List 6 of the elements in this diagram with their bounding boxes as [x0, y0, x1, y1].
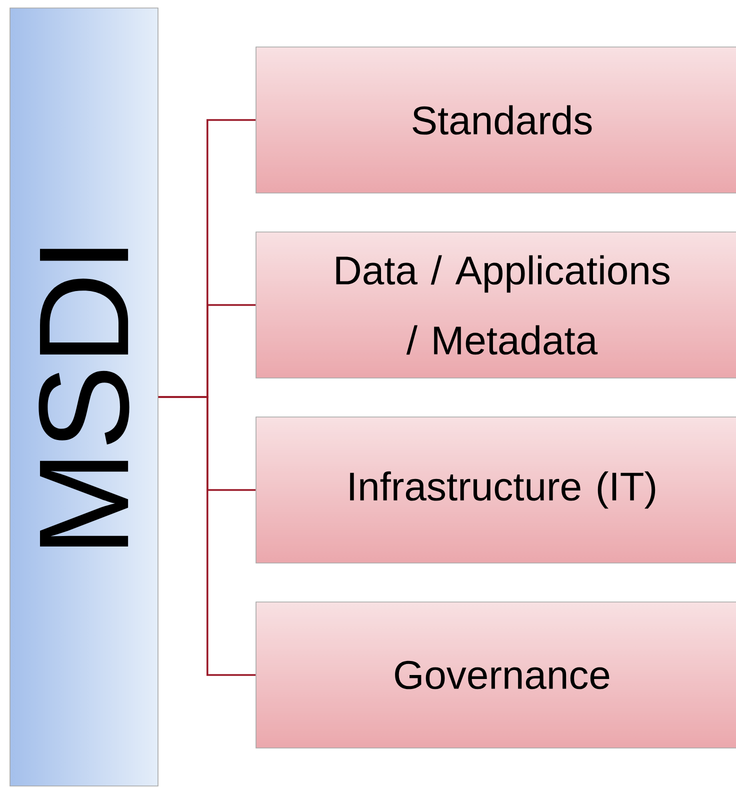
connector-line: [158, 396, 256, 676]
category-box: Infrastructure (IT): [256, 416, 736, 564]
category-box: Data / Applications / Metadata: [256, 232, 736, 378]
category-box: Governance: [256, 602, 736, 748]
category-box: Standards: [256, 46, 736, 194]
vertical-bar: MSDI: [10, 8, 158, 786]
